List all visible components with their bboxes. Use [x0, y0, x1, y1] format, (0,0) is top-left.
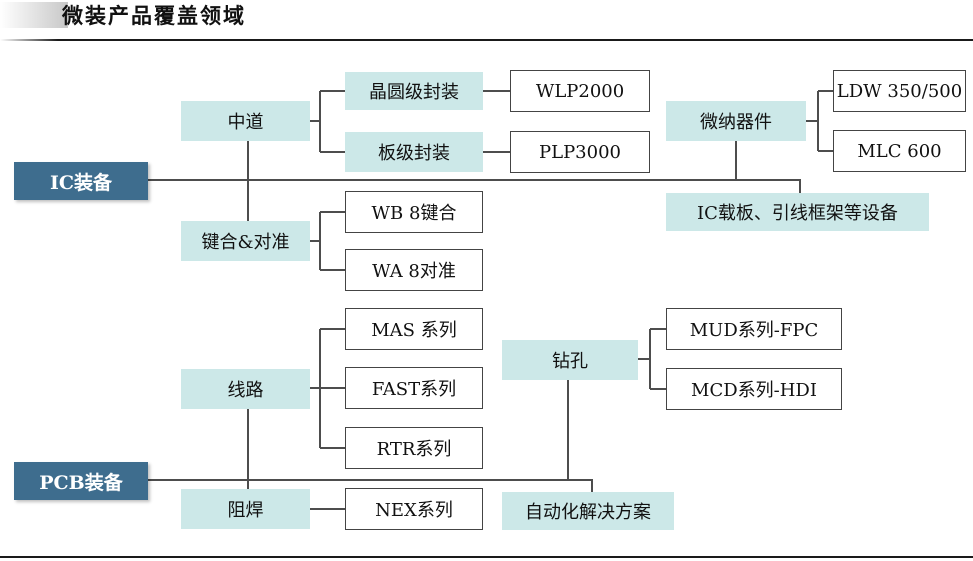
bond-bracket	[310, 211, 345, 271]
ic-substrate-leadframe-node: IC载板、引线框架等设备	[666, 193, 929, 231]
wlp2000-product: WLP2000	[510, 70, 650, 112]
micro-bracket	[806, 90, 833, 152]
wa8-alignment-product: WA 8对准	[345, 249, 483, 291]
fast-series-product: FAST系列	[345, 367, 483, 409]
page-title: 微装产品覆盖领域	[62, 4, 246, 28]
header-rule-fade	[0, 39, 58, 41]
ic-equipment-node: IC装备	[14, 162, 148, 200]
footer-rule	[0, 556, 973, 558]
micro-nano-devices-node: 微纳器件	[666, 101, 806, 141]
wafer-level-packaging-node: 晶圆级封装	[345, 72, 483, 110]
mcd-series-product: MCD系列-HDI	[666, 368, 842, 410]
midstream-node: 中道	[181, 101, 310, 141]
circuit-bracket	[310, 328, 345, 449]
bonding-alignment-node: 键合&对准	[181, 221, 310, 261]
mas-series-product: MAS 系列	[345, 308, 483, 350]
ic-trunk-line	[148, 179, 801, 193]
automation-solutions-node: 自动化解决方案	[502, 492, 674, 530]
drill-bracket	[638, 328, 666, 390]
midstream-bracket	[310, 90, 345, 153]
drilling-node: 钻孔	[502, 340, 638, 380]
ldw-product: LDW 350/500	[833, 70, 966, 112]
wb8-bonding-product: WB 8键合	[345, 191, 483, 233]
mlc600-product: MLC 600	[833, 130, 966, 172]
circuit-node: 线路	[181, 369, 310, 409]
mud-series-product: MUD系列-FPC	[666, 308, 842, 350]
solder-mask-node: 阻焊	[181, 489, 310, 529]
pcb-trunk-line	[148, 479, 593, 492]
nex-series-product: NEX系列	[345, 488, 483, 530]
plp3000-product: PLP3000	[510, 131, 650, 173]
pcb-equipment-node: PCB装备	[14, 462, 148, 500]
header-rule	[58, 39, 973, 41]
panel-level-packaging-node: 板级封装	[345, 132, 483, 172]
rtr-series-product: RTR系列	[345, 427, 483, 469]
title-fade-decoration	[0, 2, 68, 28]
